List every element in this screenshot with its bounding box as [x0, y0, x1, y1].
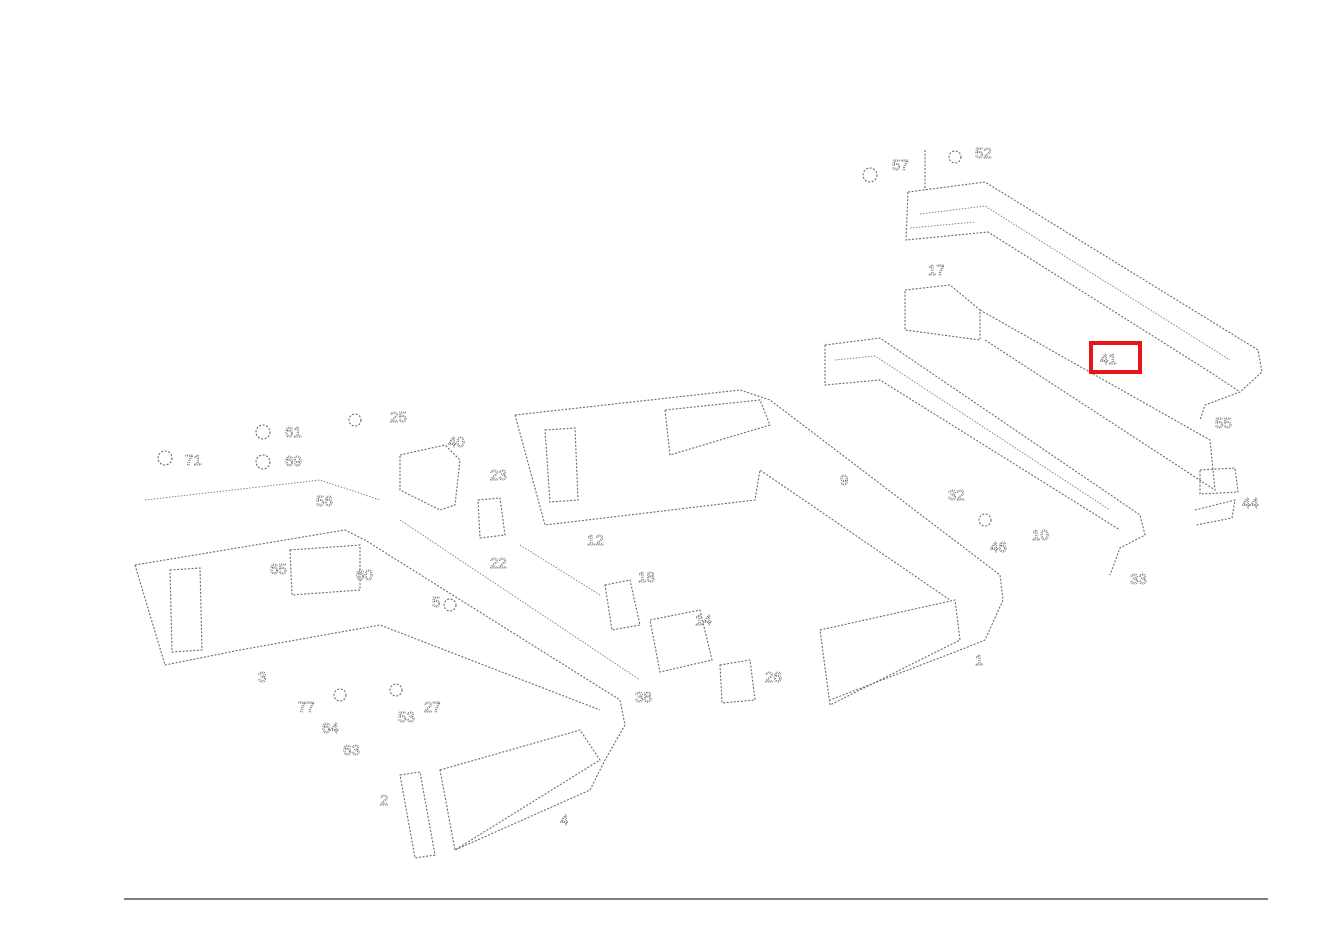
rear-bumper-cover	[905, 150, 1263, 421]
callout-57: 57	[892, 157, 909, 174]
callout-55: 55	[1215, 415, 1232, 432]
rear-bumper-absorber	[904, 284, 1239, 526]
rear-reinforcement-bar	[824, 337, 1146, 576]
callout-40: 40	[448, 434, 465, 451]
callout-23: 23	[490, 467, 507, 484]
highlighted-callout[interactable]: 41	[1089, 341, 1142, 374]
callout-53: 53	[398, 709, 415, 726]
callout-labels: 52 57 17 55 44 33 32 46 10 9 1 25 26 40 …	[185, 145, 1259, 830]
front-bumper-reinforcement	[514, 389, 1004, 706]
callout-41[interactable]: 41	[1100, 351, 1117, 369]
callout-3: 3	[258, 669, 266, 686]
callout-65: 65	[270, 561, 287, 578]
callout-27: 27	[424, 699, 441, 716]
callout-61: 61	[285, 424, 302, 441]
callout-17: 17	[928, 262, 945, 279]
callout-22: 22	[490, 555, 507, 572]
callout-5: 5	[432, 594, 440, 611]
callout-2: 2	[380, 792, 388, 809]
callout-14: 14	[695, 612, 712, 629]
callout-56: 56	[316, 493, 333, 510]
callout-44: 44	[1242, 495, 1259, 512]
callout-18: 18	[638, 569, 655, 586]
callout-69: 69	[285, 453, 302, 470]
callout-4: 4	[560, 812, 568, 829]
callout-1: 1	[975, 652, 983, 669]
callout-26: 26	[765, 669, 782, 686]
callout-64: 64	[322, 720, 339, 737]
callout-33: 33	[1130, 571, 1147, 588]
callout-25: 25	[390, 409, 407, 426]
callout-32: 32	[948, 487, 965, 504]
callout-12: 12	[587, 532, 604, 549]
brackets-and-fasteners	[157, 150, 992, 704]
callout-10: 10	[1032, 527, 1049, 544]
highlight-box[interactable]	[1089, 341, 1142, 374]
callout-63: 63	[343, 742, 360, 759]
callout-9: 9	[840, 472, 848, 489]
callout-77: 77	[298, 699, 315, 716]
callout-60: 60	[356, 567, 373, 584]
callout-38: 38	[635, 689, 652, 706]
callout-52: 52	[975, 145, 992, 162]
front-bumper-cover	[134, 479, 626, 859]
callout-71: 71	[185, 452, 202, 469]
callout-46: 46	[990, 539, 1007, 556]
